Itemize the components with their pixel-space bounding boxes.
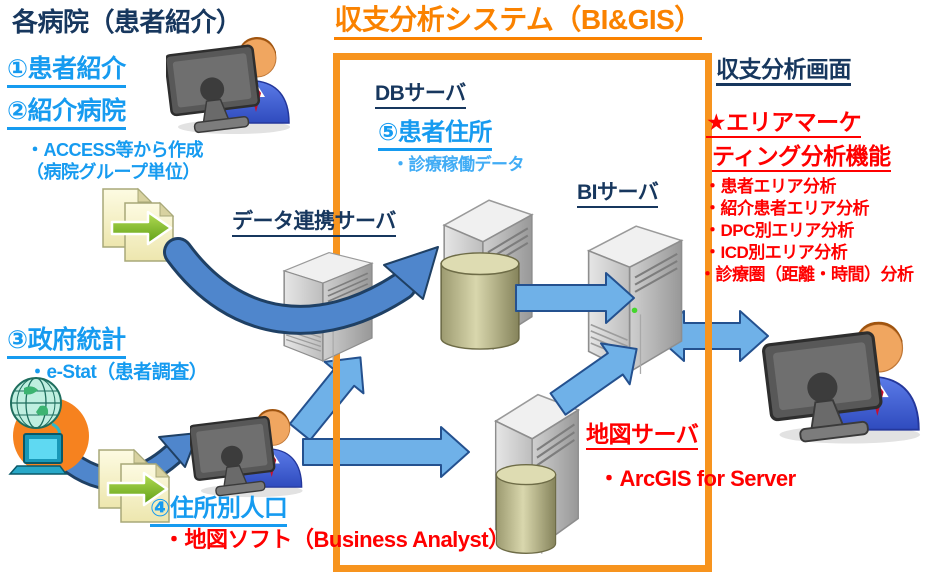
- person-at-computer-icon: [760, 308, 932, 446]
- person-at-computer-icon: [166, 26, 296, 136]
- flow-arrow-user-to-map-server: [302, 426, 470, 478]
- note-access: ・ACCESS等から作成: [26, 140, 204, 160]
- flow-arrow-bi-to-user-bidirectional: [655, 310, 769, 362]
- item-patient-referral: ①患者紹介: [7, 55, 126, 88]
- note-clinical-data: ・診療稼働データ: [392, 155, 525, 174]
- feature-item: ・ICD別エリア分析: [704, 243, 848, 262]
- feature-list: ・患者エリア分析 ・紹介患者エリア分析 ・DPC別エリア分析 ・ICD別エリア分…: [699, 176, 914, 286]
- feature-heading-line1: ★エリアマーケ: [706, 109, 862, 139]
- note-business-analyst: ・地図ソフト（Business Analyst）: [163, 527, 510, 552]
- flow-arrow-user-to-link-server: [288, 356, 365, 442]
- feature-item: ・診療圏（距離・時間）分析: [699, 265, 914, 284]
- diagram-title-text: 収支分析システム（BI&GIS）: [334, 4, 702, 41]
- flow-arrow-docs-to-db: [163, 237, 439, 335]
- feature-item: ・紹介患者エリア分析: [704, 199, 869, 218]
- item-referral-hospital: ②紹介病院: [7, 97, 126, 130]
- diagram-title: 収支分析システム（BI&GIS）: [328, 4, 708, 41]
- result-heading: 収支分析画面: [716, 56, 852, 87]
- feature-item: ・患者エリア分析: [704, 177, 836, 196]
- item-government-stats: ③政府統計: [7, 326, 126, 359]
- note-arcgis: ・ArcGIS for Server: [598, 466, 796, 491]
- note-estat: ・e-Stat（患者調査）: [28, 362, 208, 383]
- db-server-label: DBサーバ: [375, 82, 466, 110]
- link-server-label: データ連携サーバ: [232, 210, 396, 238]
- note-hospital-group: （病院グループ単位）: [26, 162, 200, 182]
- internet-globe-computer-icon: [0, 376, 98, 478]
- person-at-computer-icon: [190, 398, 308, 500]
- item-population-by-address: ④住所別人口: [150, 495, 288, 527]
- flow-arrow-map-to-bi: [549, 342, 638, 416]
- bi-server-label: BIサーバ: [577, 181, 659, 209]
- item-patient-address: ⑤患者住所: [378, 119, 492, 151]
- feature-item: ・DPC別エリア分析: [704, 221, 854, 240]
- flow-arrow-db-to-bi: [515, 272, 635, 324]
- feature-heading-line2: ティング分析機能: [712, 143, 891, 173]
- map-server-label: 地図サーバ: [586, 421, 699, 451]
- hospitals-heading: 各病院（患者紹介）: [12, 7, 242, 37]
